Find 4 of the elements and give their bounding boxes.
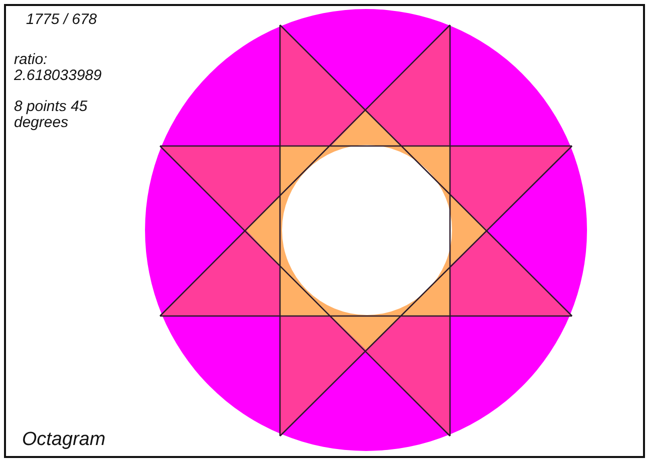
points-label: 8 points 45 degrees (14, 99, 88, 130)
title: Octagram (22, 430, 106, 450)
size-label: 1775 / 678 (26, 12, 97, 28)
ratio-label: ratio: 2.618033989 (14, 52, 102, 84)
